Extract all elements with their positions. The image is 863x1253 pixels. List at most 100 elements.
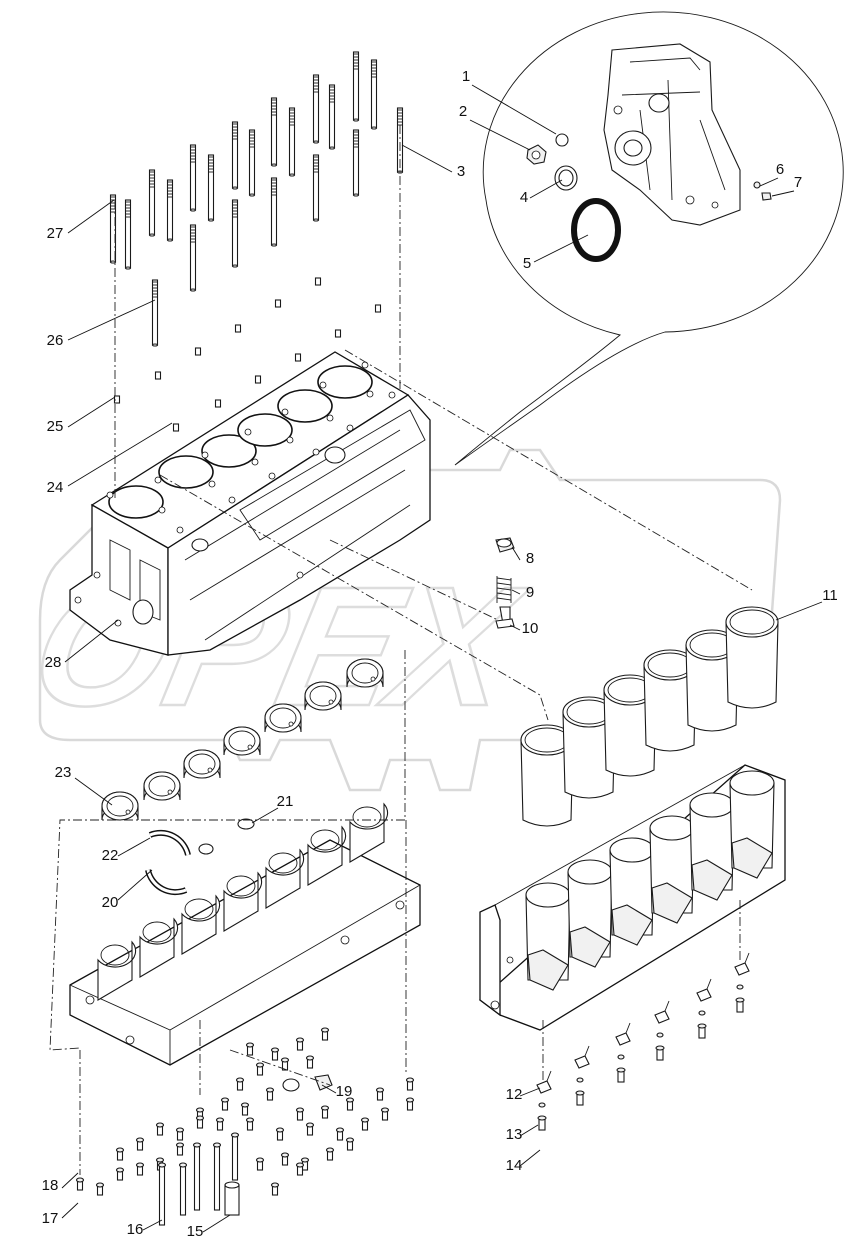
part-5-oil-seal xyxy=(571,198,621,262)
bolt xyxy=(135,1137,145,1151)
callout-9: 9 xyxy=(526,584,534,601)
long-bolt xyxy=(157,1162,167,1226)
detail-circle xyxy=(454,11,844,466)
head-bolt xyxy=(328,84,336,150)
main-bearing-shell xyxy=(304,681,342,711)
bolt xyxy=(270,1047,280,1061)
callout-27: 27 xyxy=(47,225,64,242)
installed-liner xyxy=(525,882,571,991)
bolt xyxy=(300,1157,310,1171)
o-ring-small xyxy=(198,843,214,855)
bolt xyxy=(240,1102,250,1116)
callout-20: 20 xyxy=(102,894,119,911)
head-bolt xyxy=(207,154,215,222)
piston-cooling-nozzles xyxy=(536,952,750,1131)
callout-13: 13 xyxy=(506,1126,523,1143)
dowel-pin xyxy=(214,399,222,408)
callout-7: 7 xyxy=(794,174,802,191)
part-22-thrust-washer xyxy=(148,829,191,856)
bedplate-webs xyxy=(97,802,389,1001)
head-bolt xyxy=(352,129,360,197)
bolt xyxy=(295,1162,305,1176)
part-9-spring xyxy=(496,576,512,603)
callout-16: 16 xyxy=(127,1221,144,1238)
installed-liner xyxy=(689,792,735,901)
dowel-pin xyxy=(154,371,162,380)
callout-18: 18 xyxy=(42,1177,59,1194)
cylinder-liners xyxy=(520,606,779,827)
head-bolt xyxy=(124,199,132,270)
part-2-plug xyxy=(526,144,547,165)
long-bolt xyxy=(178,1162,188,1216)
bolt xyxy=(115,1167,125,1181)
callout-5: 5 xyxy=(523,255,531,272)
head-bolt xyxy=(288,107,296,177)
callout-11: 11 xyxy=(822,587,838,604)
dowel-pin xyxy=(113,395,121,404)
part-20-thrust-washer xyxy=(145,869,188,896)
bedplate-web xyxy=(223,871,263,932)
bolt xyxy=(255,1062,265,1076)
part-21-o-ring xyxy=(237,818,255,830)
callout-17: 17 xyxy=(42,1210,59,1227)
long-bolt xyxy=(212,1142,222,1211)
bedplate-web xyxy=(349,802,389,863)
bolt xyxy=(345,1137,355,1151)
cylinder-liner xyxy=(643,649,697,752)
head-bolts xyxy=(109,51,404,432)
callout-14: 14 xyxy=(506,1157,523,1174)
installed-liner xyxy=(567,859,613,968)
head-bolt xyxy=(352,51,360,122)
main-bearing-shell xyxy=(143,771,181,801)
main-bearing-shell xyxy=(223,726,261,756)
bolt xyxy=(275,1127,285,1141)
bolt xyxy=(280,1057,290,1071)
dowel-pin xyxy=(374,304,382,313)
bolt xyxy=(215,1117,225,1131)
deck-holes xyxy=(106,361,396,534)
bedplate-web xyxy=(181,894,221,955)
callout-2: 2 xyxy=(459,103,467,120)
cooling-nozzle xyxy=(536,1070,552,1131)
cooling-nozzle xyxy=(734,952,750,1013)
part-19-plug xyxy=(282,1074,333,1092)
part-4-seal-ring xyxy=(554,165,578,191)
bolt xyxy=(305,1055,315,1069)
bolt xyxy=(335,1127,345,1141)
bolt xyxy=(245,1117,255,1131)
bolt xyxy=(360,1117,370,1131)
bolt xyxy=(265,1087,275,1101)
bedplate-web xyxy=(139,917,179,978)
dowel-pin xyxy=(234,324,242,333)
bolt xyxy=(255,1157,265,1171)
head-bolt xyxy=(270,97,278,167)
bedplate-fasteners xyxy=(75,1027,415,1226)
head-bolt xyxy=(189,224,197,292)
block-side-face xyxy=(167,394,431,656)
cylinder-liner xyxy=(520,724,574,827)
detail-view xyxy=(454,11,844,466)
callout-21: 21 xyxy=(277,793,294,810)
bolt xyxy=(245,1042,255,1056)
part-8-plug xyxy=(495,537,515,553)
leader-lines xyxy=(61,84,823,1233)
bolt xyxy=(345,1097,355,1111)
long-bolt xyxy=(192,1142,202,1211)
bolt xyxy=(320,1027,330,1041)
head-bolt xyxy=(312,154,320,222)
bolt xyxy=(280,1152,290,1166)
installed-liners xyxy=(525,770,775,991)
head-bolt xyxy=(231,121,239,190)
part-6-washer xyxy=(753,181,761,189)
head-bolt xyxy=(231,199,239,268)
head-bolt xyxy=(270,177,278,247)
part-15-sleeve xyxy=(224,1181,240,1216)
callout-22: 22 xyxy=(102,847,119,864)
dowel-pin xyxy=(294,353,302,362)
cooling-nozzle xyxy=(615,1022,631,1083)
bolt xyxy=(295,1107,305,1121)
main-bearing-shell xyxy=(346,658,384,688)
head-bolt xyxy=(151,279,159,347)
bolt xyxy=(405,1097,415,1111)
